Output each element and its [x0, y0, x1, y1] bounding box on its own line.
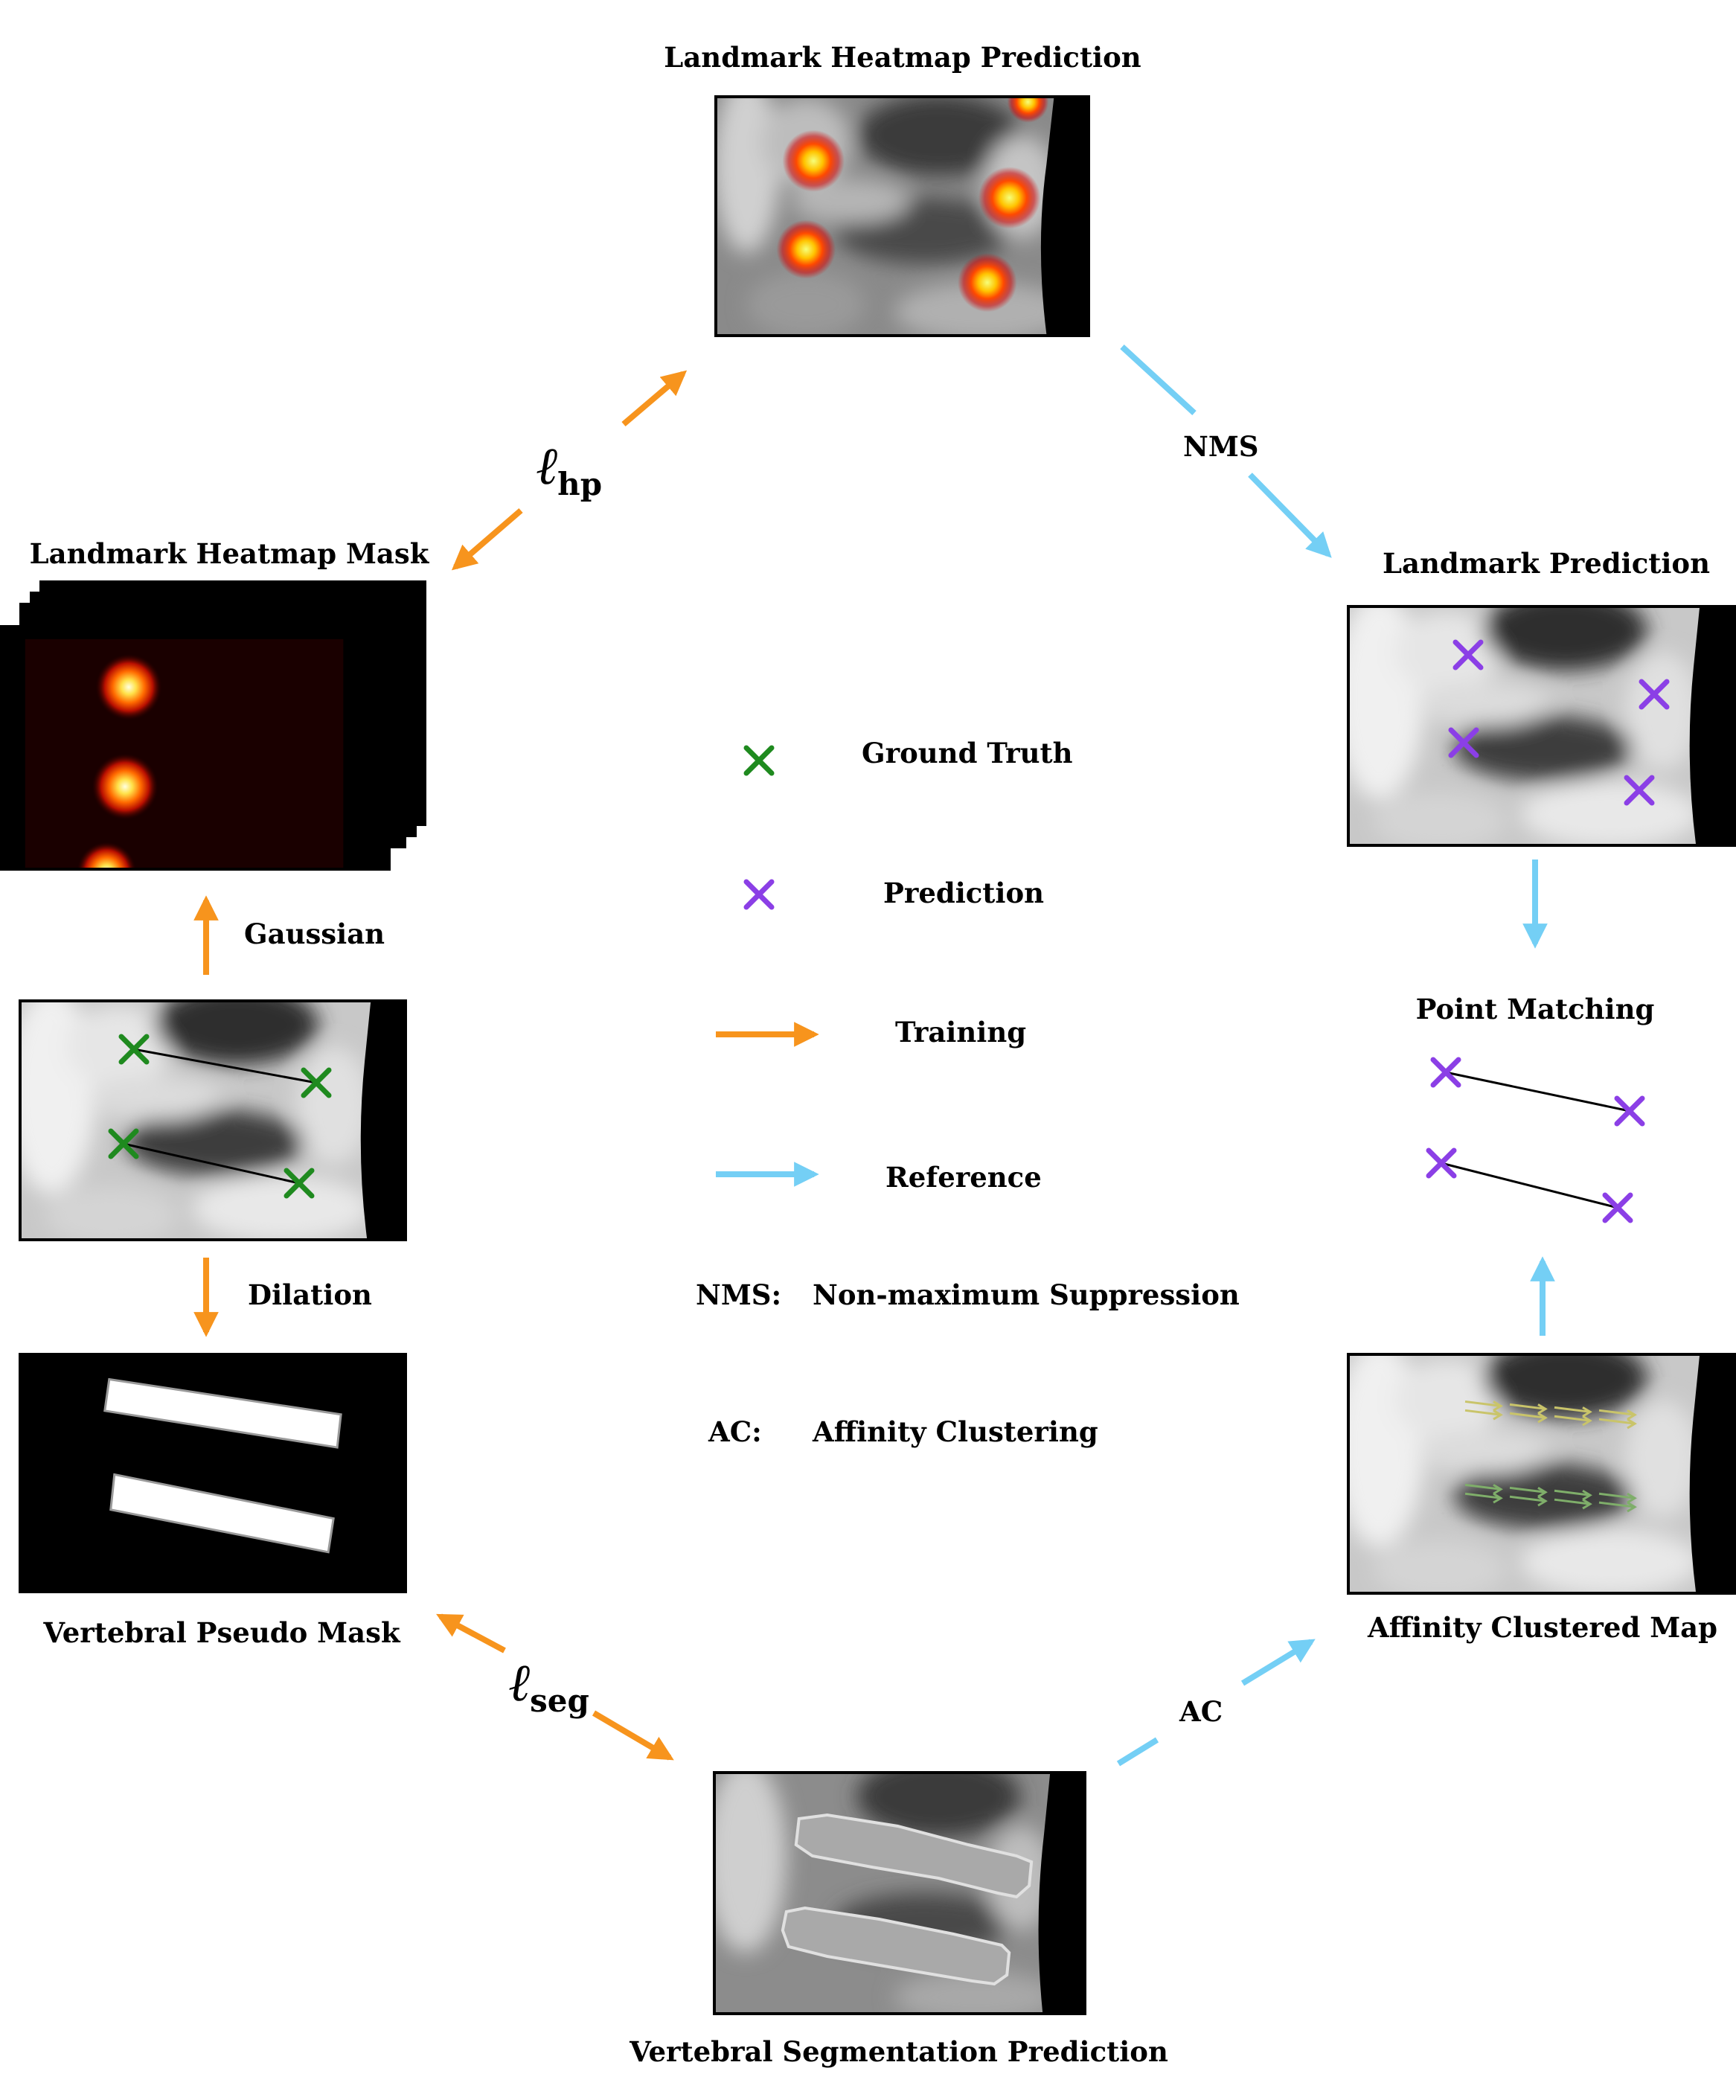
affinity-vector-head — [1627, 1501, 1637, 1513]
affinity-vector — [1464, 1483, 1502, 1491]
match-pair-line-1 — [1445, 1071, 1630, 1113]
affinity-vector — [1509, 1403, 1546, 1410]
gt-pair-line-2 — [123, 1142, 300, 1185]
legend-training-label: Training — [895, 1016, 1027, 1049]
affinity-vector-head — [1537, 1487, 1548, 1498]
training-arrow-to-pseudo-mask — [436, 1613, 506, 1654]
affinity-vector-head — [1582, 1415, 1592, 1427]
match-pair-line-2 — [1441, 1162, 1618, 1209]
affinity-vector — [1464, 1409, 1502, 1416]
ac-label: AC — [1179, 1695, 1223, 1728]
ground-truth-marker — [118, 1034, 150, 1065]
training-arrow-to-heatmap-mask — [451, 508, 523, 571]
pseudo-mask-title: Vertebral Pseudo Mask — [43, 1616, 400, 1649]
affinity-vector — [1598, 1409, 1636, 1416]
affinity-vector-head — [1493, 1492, 1503, 1504]
affinity-vector — [1464, 1400, 1502, 1407]
heatmap-prediction-title: Landmark Heatmap Prediction — [664, 41, 1141, 74]
legend-ac-key: AC: — [708, 1415, 762, 1448]
heatmap-mask-title: Landmark Heatmap Mask — [29, 537, 429, 570]
affinity-vector-head — [1627, 1418, 1637, 1430]
affinity-vector-head — [1537, 1403, 1548, 1415]
ground-truth-image — [19, 999, 407, 1241]
ac-arrow-segment-1 — [1116, 1737, 1159, 1767]
affinity-vector-head — [1582, 1498, 1592, 1510]
prediction-marker — [1430, 1057, 1461, 1088]
segmentation-prediction-title: Vertebral Segmentation Prediction — [630, 2035, 1168, 2068]
prediction-marker — [1624, 775, 1655, 806]
affinity-vector — [1554, 1406, 1591, 1413]
affinity-vector-head — [1627, 1492, 1637, 1504]
loss-seg-label: ℓseg — [508, 1652, 589, 1719]
legend-nms-key: NMS: — [696, 1278, 782, 1311]
loss-hp-label: ℓhp — [536, 435, 603, 502]
affinity-vector-head — [1582, 1406, 1592, 1418]
ground-truth-marker — [108, 1128, 139, 1159]
prediction-marker — [1426, 1147, 1457, 1179]
affinity-vector — [1598, 1501, 1636, 1508]
prediction-marker — [1614, 1095, 1645, 1127]
legend-nms-value: Non-maximum Suppression — [813, 1278, 1240, 1311]
ac-arrow — [1240, 1639, 1316, 1686]
legend-reference-label: Reference — [885, 1161, 1042, 1194]
legend-prediction-marker — [743, 879, 775, 910]
prediction-marker — [1602, 1192, 1633, 1223]
affinity-vector — [1598, 1418, 1636, 1425]
affinity-map-image — [1347, 1353, 1736, 1595]
affinity-vector-head — [1537, 1412, 1548, 1424]
affinity-vector — [1509, 1495, 1546, 1502]
affinity-vector — [1509, 1486, 1546, 1494]
gaussian-label: Gaussian — [244, 918, 385, 950]
affinity-vector — [1554, 1415, 1591, 1422]
segmentation-prediction-image — [713, 1771, 1086, 2015]
point-matching-title: Point Matching — [1415, 993, 1655, 1025]
nms-arrow — [1248, 473, 1332, 558]
landmark-prediction-image — [1347, 605, 1736, 847]
legend-ground-truth-marker — [743, 745, 775, 776]
affinity-vector-head — [1493, 1484, 1503, 1495]
legend-ac-value: Affinity Clustering — [813, 1415, 1098, 1448]
ground-truth-marker — [284, 1168, 315, 1199]
heatmap-prediction-image — [714, 95, 1090, 337]
gt-pair-line-1 — [133, 1048, 317, 1084]
affinity-map-title: Affinity Clustered Map — [1367, 1611, 1718, 1644]
affinity-vector-head — [1582, 1490, 1592, 1501]
affinity-vector-head — [1627, 1409, 1637, 1421]
dilation-label: Dilation — [248, 1278, 372, 1311]
landmark-prediction-title: Landmark Prediction — [1383, 547, 1710, 580]
prediction-marker — [1639, 679, 1670, 710]
affinity-vector — [1464, 1492, 1502, 1499]
nms-arrow-segment-1 — [1120, 345, 1197, 415]
affinity-vector-head — [1493, 1400, 1503, 1412]
training-arrow-to-segmentation — [592, 1710, 674, 1761]
nms-label: NMS — [1183, 430, 1259, 463]
legend-ground-truth-label: Ground Truth — [862, 737, 1073, 769]
pseudo-mask-image — [19, 1353, 407, 1593]
affinity-vector — [1554, 1498, 1591, 1505]
affinity-vector — [1509, 1412, 1546, 1419]
heatmap-mask-image — [0, 625, 391, 871]
prediction-marker — [1448, 727, 1479, 758]
affinity-vector-head — [1493, 1409, 1503, 1421]
affinity-vector — [1554, 1489, 1591, 1496]
training-arrow-to-heatmap-prediction — [621, 370, 688, 427]
prediction-marker — [1452, 639, 1484, 670]
legend-prediction-label: Prediction — [883, 877, 1045, 909]
affinity-vector-head — [1537, 1495, 1548, 1507]
ground-truth-marker — [301, 1067, 332, 1098]
affinity-vector — [1598, 1492, 1636, 1499]
